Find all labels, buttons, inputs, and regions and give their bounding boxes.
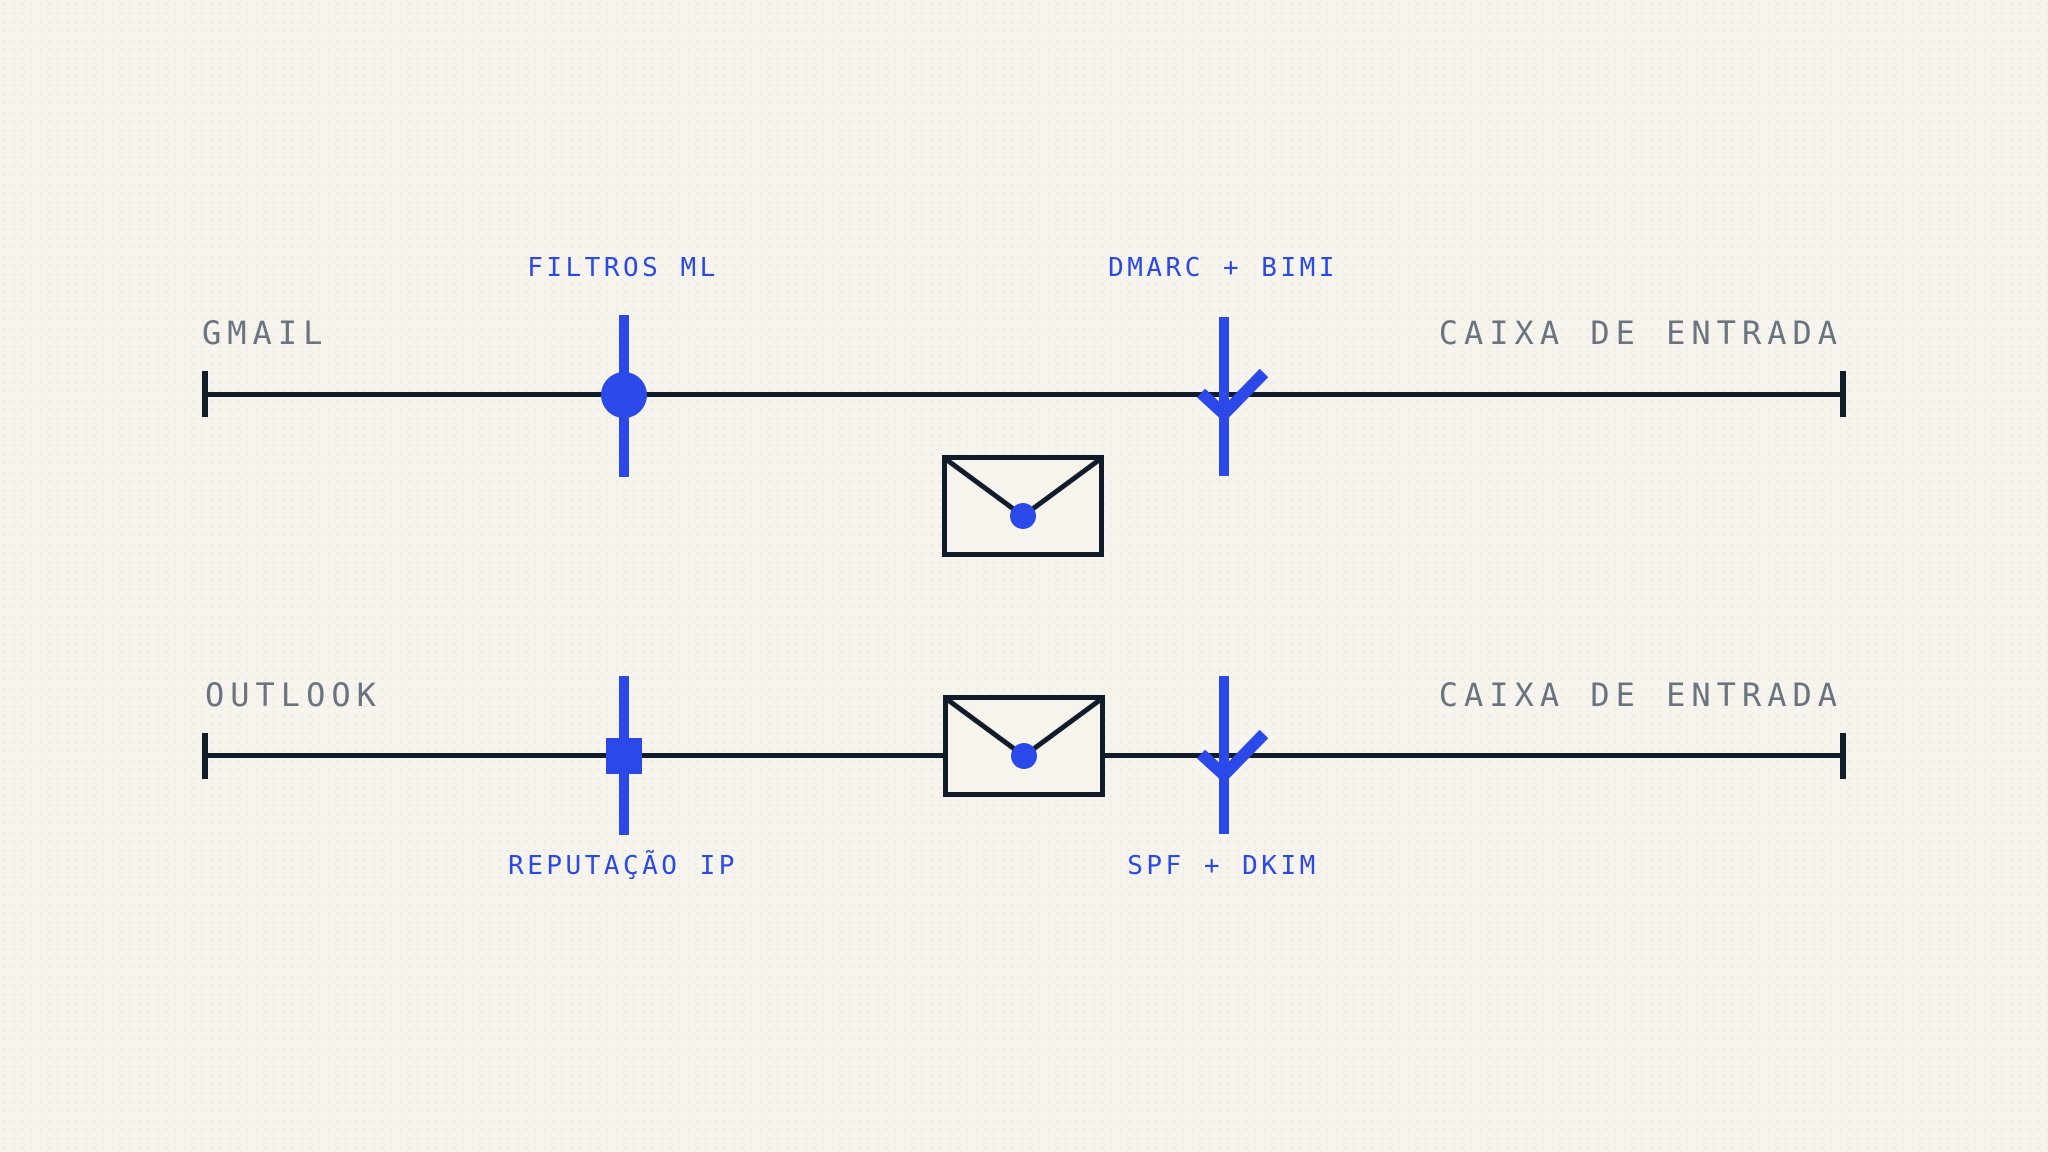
timeline-start-cap [202, 733, 208, 779]
checkpoint-label-filtros-ml: FILTROS ML [527, 253, 719, 283]
checkpoint-tick [1219, 317, 1229, 476]
timeline-line [205, 392, 1843, 397]
square-node-icon [606, 738, 642, 774]
timeline-end-cap [1840, 371, 1846, 417]
envelope-icon [942, 455, 1104, 557]
envelope-seal-dot [1010, 503, 1036, 529]
checkpoint-tick [1219, 676, 1229, 834]
lane-source-label: OUTLOOK [205, 676, 382, 714]
lane-source-label: GMAIL [202, 314, 329, 352]
envelope-seal-dot [1011, 743, 1037, 769]
checkpoint-label-reputacao-ip: REPUTAÇÃO IP [508, 851, 738, 881]
timeline-start-cap [202, 371, 208, 417]
timeline-end-cap [1840, 733, 1846, 779]
lane-destination-label: CAIXA DE ENTRADA [1438, 676, 1843, 714]
checkmark-icon [1196, 368, 1269, 423]
lane-destination-label: CAIXA DE ENTRADA [1438, 314, 1843, 352]
circle-node-icon [601, 372, 647, 418]
checkpoint-label-spf-dkim: SPF + DKIM [1127, 851, 1319, 881]
checkmark-icon [1196, 729, 1269, 784]
checkpoint-label-dmarc-bimi: DMARC + BIMI [1108, 253, 1338, 283]
envelope-icon [943, 695, 1105, 797]
